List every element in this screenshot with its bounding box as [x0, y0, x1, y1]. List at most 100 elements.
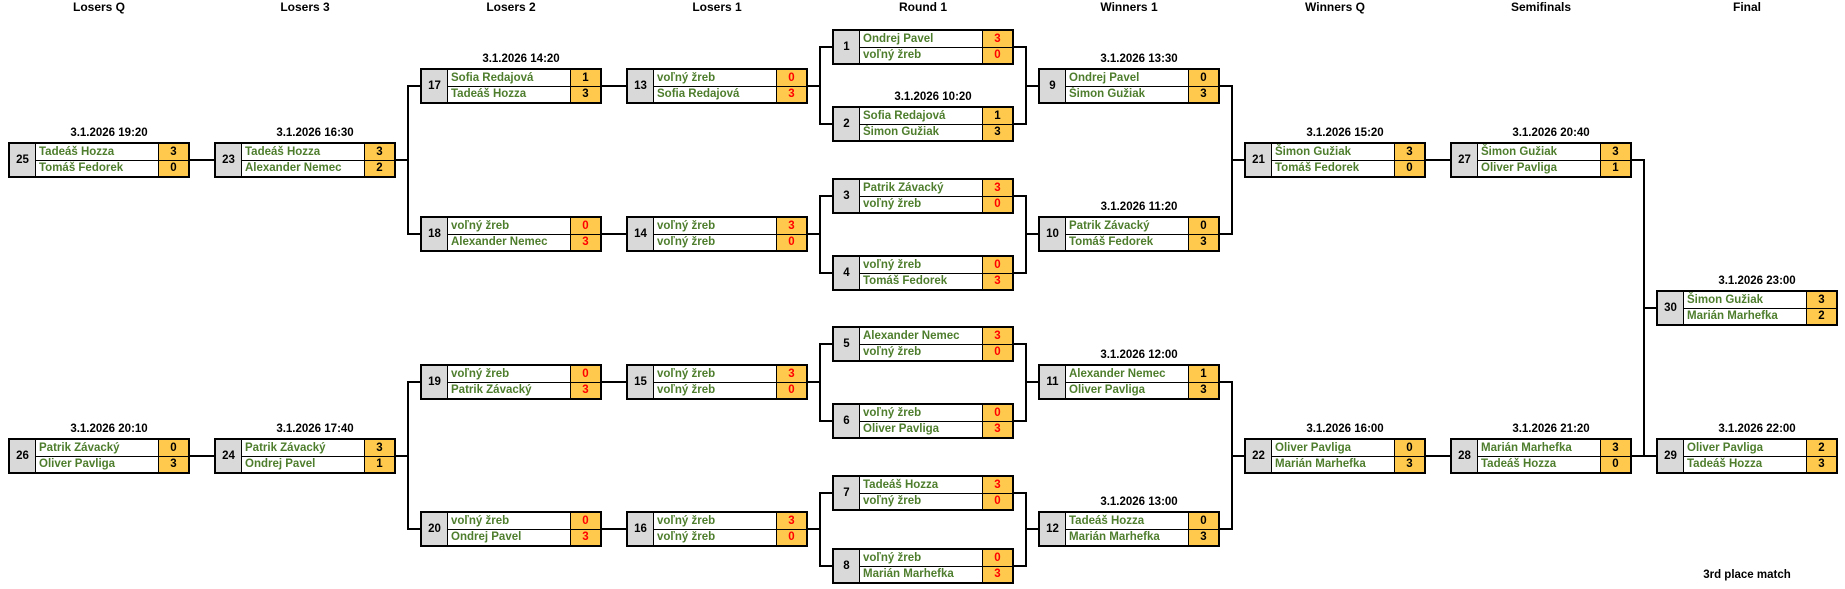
- player-score: 0: [1188, 218, 1218, 234]
- column-header-losers-2: Losers 2: [486, 0, 536, 14]
- player-name: Oliver Pavliga: [39, 458, 116, 471]
- connector-line: [1026, 381, 1038, 383]
- connector-line: [408, 85, 420, 87]
- connector-line: [1026, 85, 1038, 87]
- connector-line: [808, 381, 820, 383]
- player-name: Patrik Závacký: [863, 181, 944, 194]
- player-name: voľný žreb: [657, 236, 716, 249]
- player-row: Tomáš Fedorek 0: [36, 159, 188, 176]
- match-date: 3.1.2026 13:00: [1100, 496, 1178, 508]
- connector-line: [819, 492, 821, 567]
- player-name: Marián Marhefka: [1275, 458, 1366, 471]
- player-row: voľný žreb 0: [448, 513, 600, 529]
- player-name: voľný žreb: [451, 514, 510, 527]
- player-name: voľný žreb: [863, 551, 922, 564]
- player-name: Ondrej Pavel: [245, 458, 316, 471]
- match-body: 20 voľný žreb 0 Ondrej Pavel 3: [420, 511, 602, 547]
- connector-line: [808, 85, 820, 87]
- player-name: Marián Marhefka: [1069, 531, 1160, 544]
- player-score: 3: [982, 31, 1012, 47]
- player-row: Tadeáš Hozza 3: [36, 144, 188, 160]
- column-header-winners-1: Winners 1: [1100, 0, 1158, 14]
- match-rows: Sofia Redajová 1 Šimon Gužiak 3: [860, 108, 1012, 140]
- match-box-2: 3.1.2026 10:20 2 Sofia Redajová 1 Šimon …: [832, 91, 1014, 142]
- match-box-25: 3.1.2026 19:20 25 Tadeáš Hozza 3 Tomáš F…: [8, 127, 190, 178]
- player-score: 1: [982, 108, 1012, 124]
- match-rows: voľný žreb 0 Ondrej Pavel 3: [448, 513, 600, 545]
- connector-line: [1231, 381, 1233, 530]
- player-row: voľný žreb 0: [654, 233, 806, 250]
- match-box-4: 4 voľný žreb 0 Tomáš Fedorek 3: [832, 255, 1014, 291]
- player-name: voľný žreb: [657, 514, 716, 527]
- match-number: 13: [628, 70, 654, 102]
- match-body: 15 voľný žreb 3 voľný žreb 0: [626, 364, 808, 400]
- match-box-21: 3.1.2026 15:20 21 Šimon Gužiak 3 Tomáš F…: [1244, 127, 1426, 178]
- match-rows: Patrik Závacký 0 Oliver Pavliga 3: [36, 440, 188, 472]
- player-row: voľný žreb 0: [654, 528, 806, 545]
- column-header-winners-q: Winners Q: [1305, 0, 1365, 14]
- match-number: 17: [422, 70, 448, 102]
- match-number: 30: [1658, 292, 1684, 324]
- player-row: Patrik Závacký 3: [860, 180, 1012, 196]
- player-name: voľný žreb: [863, 406, 922, 419]
- player-row: Tadeáš Hozza 3: [860, 477, 1012, 493]
- connector-line: [819, 195, 821, 274]
- connector-line: [1220, 233, 1232, 235]
- player-row: voľný žreb 0: [860, 343, 1012, 360]
- player-name: Ondrej Pavel: [863, 32, 934, 45]
- player-name: Tadeáš Hozza: [1687, 458, 1763, 471]
- player-name: voľný žreb: [863, 495, 922, 508]
- connector-line: [407, 381, 409, 530]
- player-row: voľný žreb 0: [448, 218, 600, 234]
- connector-line: [1025, 492, 1027, 567]
- match-number: 24: [216, 440, 242, 472]
- match-box-19: 19 voľný žreb 0 Patrik Závacký 3: [420, 364, 602, 400]
- match-body: 13 voľný žreb 0 Sofia Redajová 3: [626, 68, 808, 104]
- match-rows: voľný žreb 0 Sofia Redajová 3: [654, 70, 806, 102]
- match-date: 3.1.2026 14:20: [482, 53, 560, 65]
- match-box-20: 20 voľný žreb 0 Ondrej Pavel 3: [420, 511, 602, 547]
- player-row: Oliver Pavliga 2: [1684, 440, 1836, 456]
- match-box-23: 3.1.2026 16:30 23 Tadeáš Hozza 3 Alexand…: [214, 127, 396, 178]
- match-box-11: 3.1.2026 12:00 11 Alexander Nemec 1 Oliv…: [1038, 349, 1220, 400]
- match-number: 4: [834, 257, 860, 289]
- match-box-16: 16 voľný žreb 3 voľný žreb 0: [626, 511, 808, 547]
- match-body: 28 Marián Marhefka 3 Tadeáš Hozza 0: [1450, 438, 1632, 474]
- match-rows: Patrik Závacký 3 Ondrej Pavel 1: [242, 440, 394, 472]
- player-row: Šimon Gužiak 3: [860, 123, 1012, 140]
- column-header-losers-q: Losers Q: [72, 0, 126, 14]
- match-number: 26: [10, 440, 36, 472]
- match-body: 5 Alexander Nemec 3 voľný žreb 0: [832, 326, 1014, 362]
- match-box-18: 18 voľný žreb 0 Alexander Nemec 3: [420, 216, 602, 252]
- match-rows: Oliver Pavliga 2 Tadeáš Hozza 3: [1684, 440, 1836, 472]
- player-row: Alexander Nemec 3: [860, 328, 1012, 344]
- player-name: Marián Marhefka: [863, 568, 954, 581]
- player-name: voľný žreb: [451, 367, 510, 380]
- match-rows: Oliver Pavliga 0 Marián Marhefka 3: [1272, 440, 1424, 472]
- player-row: Marián Marhefka 3: [860, 565, 1012, 582]
- player-row: Tadeáš Hozza 3: [1684, 455, 1836, 472]
- match-date: 3.1.2026 19:20: [70, 127, 148, 139]
- player-row: Marián Marhefka 3: [1272, 455, 1424, 472]
- connector-line: [1231, 85, 1233, 235]
- player-row: Alexander Nemec 3: [448, 233, 600, 250]
- player-name: Tomáš Fedorek: [1069, 236, 1154, 249]
- match-body: 11 Alexander Nemec 1 Oliver Pavliga 3: [1038, 364, 1220, 400]
- player-row: Marián Marhefka 3: [1066, 528, 1218, 545]
- match-number: 15: [628, 366, 654, 398]
- match-body: 4 voľný žreb 0 Tomáš Fedorek 3: [832, 255, 1014, 291]
- player-score: 0: [982, 196, 1012, 212]
- connector-line: [408, 528, 420, 530]
- connector-line: [820, 565, 832, 567]
- match-box-27: 3.1.2026 20:40 27 Šimon Gužiak 3 Oliver …: [1450, 127, 1632, 178]
- connector-line: [1232, 455, 1244, 457]
- player-score: 3: [1600, 144, 1630, 160]
- match-box-12: 3.1.2026 13:00 12 Tadeáš Hozza 0 Marián …: [1038, 496, 1220, 547]
- match-box-9: 3.1.2026 13:30 9 Ondrej Pavel 0 Šimon Gu…: [1038, 53, 1220, 104]
- player-row: voľný žreb 0: [860, 492, 1012, 509]
- player-row: Sofia Redajová 3: [654, 85, 806, 102]
- connector-line: [602, 528, 626, 530]
- match-date: 3.1.2026 13:30: [1100, 53, 1178, 65]
- player-score: 3: [776, 366, 806, 382]
